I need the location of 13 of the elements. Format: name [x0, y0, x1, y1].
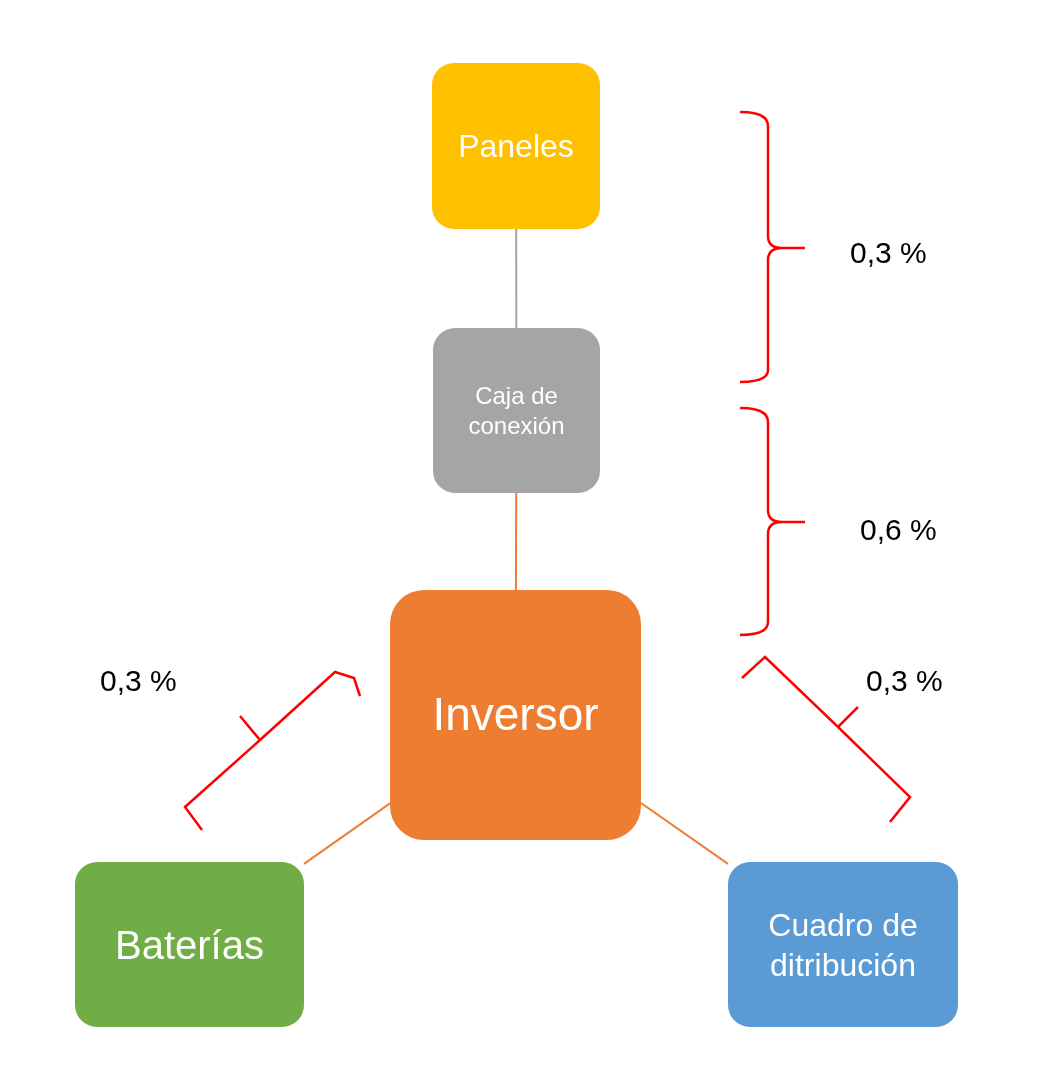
connector-line [514, 492, 518, 591]
connector-line [640, 801, 729, 865]
percentage-label: 0,3 % [100, 663, 177, 699]
percentage-label: 0,3 % [866, 663, 943, 699]
component-box: Paneles [432, 63, 600, 229]
connector-line [515, 228, 518, 329]
component-box: Baterías [75, 862, 304, 1027]
component-box: Cuadro de ditribución [728, 862, 958, 1027]
percentage-label: 0,3 % [850, 235, 927, 271]
percentage-label: 0,6 % [860, 512, 937, 548]
connector-line [303, 802, 391, 865]
component-box: Caja de conexión [433, 328, 600, 493]
component-box: Inversor [390, 590, 641, 840]
